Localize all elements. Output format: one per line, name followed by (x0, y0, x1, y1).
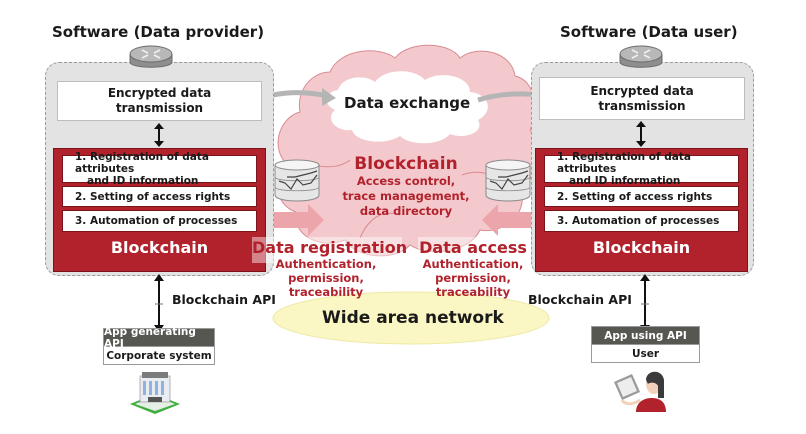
provider-blockchain-api-label: Blockchain API (172, 292, 276, 307)
database-icon (485, 159, 531, 202)
data-exchange-cloud (326, 71, 488, 144)
cloud-subtitle-line: trace management, (342, 189, 470, 203)
cloud-blockchain-text: Blockchain Access control, trace managem… (336, 154, 476, 219)
provider-item-automation: 3. Automation of processes (62, 210, 257, 232)
data-access-text: Data access Authentication, permission, … (418, 238, 528, 299)
item-text: 3. Automation of processes (75, 215, 238, 227)
user-app-subtitle: User (591, 345, 700, 363)
user-blockchain-api-label: Blockchain API (528, 292, 632, 307)
item-text: and ID information (569, 175, 681, 187)
encrypted-label-line: transmission (115, 101, 204, 115)
data-exchange-label: Data exchange (344, 94, 471, 112)
data-registration-text: Data registration Authentication, permis… (252, 238, 408, 299)
user-blockchain-block: 1. Registration of data attributes and I… (535, 148, 748, 272)
user-item-access-rights: 2. Setting of access rights (544, 186, 739, 207)
registration-line: permission, (288, 271, 364, 285)
registration-line: traceability (288, 285, 364, 299)
item-text: 1. Registration of data attributes (75, 151, 209, 175)
wide-area-network-label: Wide area network (322, 308, 504, 328)
cloud-subtitle-line: Access control, (356, 174, 456, 188)
wide-area-network-ellipse (272, 291, 550, 345)
encrypted-label-line: Encrypted data (590, 83, 694, 98)
office-building-icon (130, 372, 180, 414)
provider-app-subtitle: Corporate system (103, 347, 215, 365)
item-text: 3. Automation of processes (557, 215, 720, 227)
provider-encrypted-transmission-box: Encrypted data transmission (57, 81, 262, 121)
encrypted-label-line: transmission (598, 98, 686, 113)
database-icon (274, 159, 320, 202)
provider-item-registration: 1. Registration of data attributes and I… (62, 151, 257, 187)
user-title: Software (Data user) (560, 23, 738, 41)
bidirectional-arrow-icon (636, 121, 646, 147)
person-with-tablet-icon (614, 371, 666, 412)
provider-blockchain-block: 1. Registration of data attributes and I… (53, 148, 266, 272)
item-text: 2. Setting of access rights (557, 190, 713, 203)
provider-blockchain-label: Blockchain (110, 238, 209, 257)
user-api-arrow-icon (640, 274, 650, 332)
provider-app-header: App generating API (103, 326, 215, 350)
user-encrypted-transmission-box: Encrypted data transmission (539, 77, 745, 120)
arrow-head (322, 88, 336, 106)
user-item-registration: 1. Registration of data attributes and I… (544, 151, 739, 187)
item-text: and ID information (87, 175, 199, 187)
registration-line: Authentication, (275, 257, 377, 271)
registration-label-backdrop (252, 237, 402, 263)
provider-item-access-rights: 2. Setting of access rights (62, 186, 257, 207)
access-arrow (482, 204, 540, 236)
access-line: traceability (435, 285, 511, 299)
encrypted-label-line: Encrypted data (107, 86, 212, 100)
cloud-blockchain-title: Blockchain (354, 154, 458, 174)
item-text: 2. Setting of access rights (75, 190, 231, 203)
access-line: Authentication, (422, 257, 524, 271)
access-line: permission, (435, 271, 511, 285)
cloud-subtitle-line: data directory (359, 204, 453, 218)
user-blockchain-label: Blockchain (592, 238, 691, 257)
router-icon (129, 45, 173, 68)
user-app-header: App using API (591, 326, 700, 345)
item-text: 1. Registration of data attributes (557, 151, 691, 175)
data-access-title: Data access (419, 238, 527, 257)
data-registration-title: Data registration (252, 238, 408, 257)
router-icon (619, 45, 663, 68)
access-label-backdrop (418, 237, 528, 263)
bidirectional-arrow-icon (154, 123, 164, 147)
provider-api-arrow-icon (154, 274, 164, 332)
provider-title: Software (Data provider) (52, 23, 265, 41)
registration-arrow (266, 204, 324, 236)
user-item-automation: 3. Automation of processes (544, 210, 739, 232)
